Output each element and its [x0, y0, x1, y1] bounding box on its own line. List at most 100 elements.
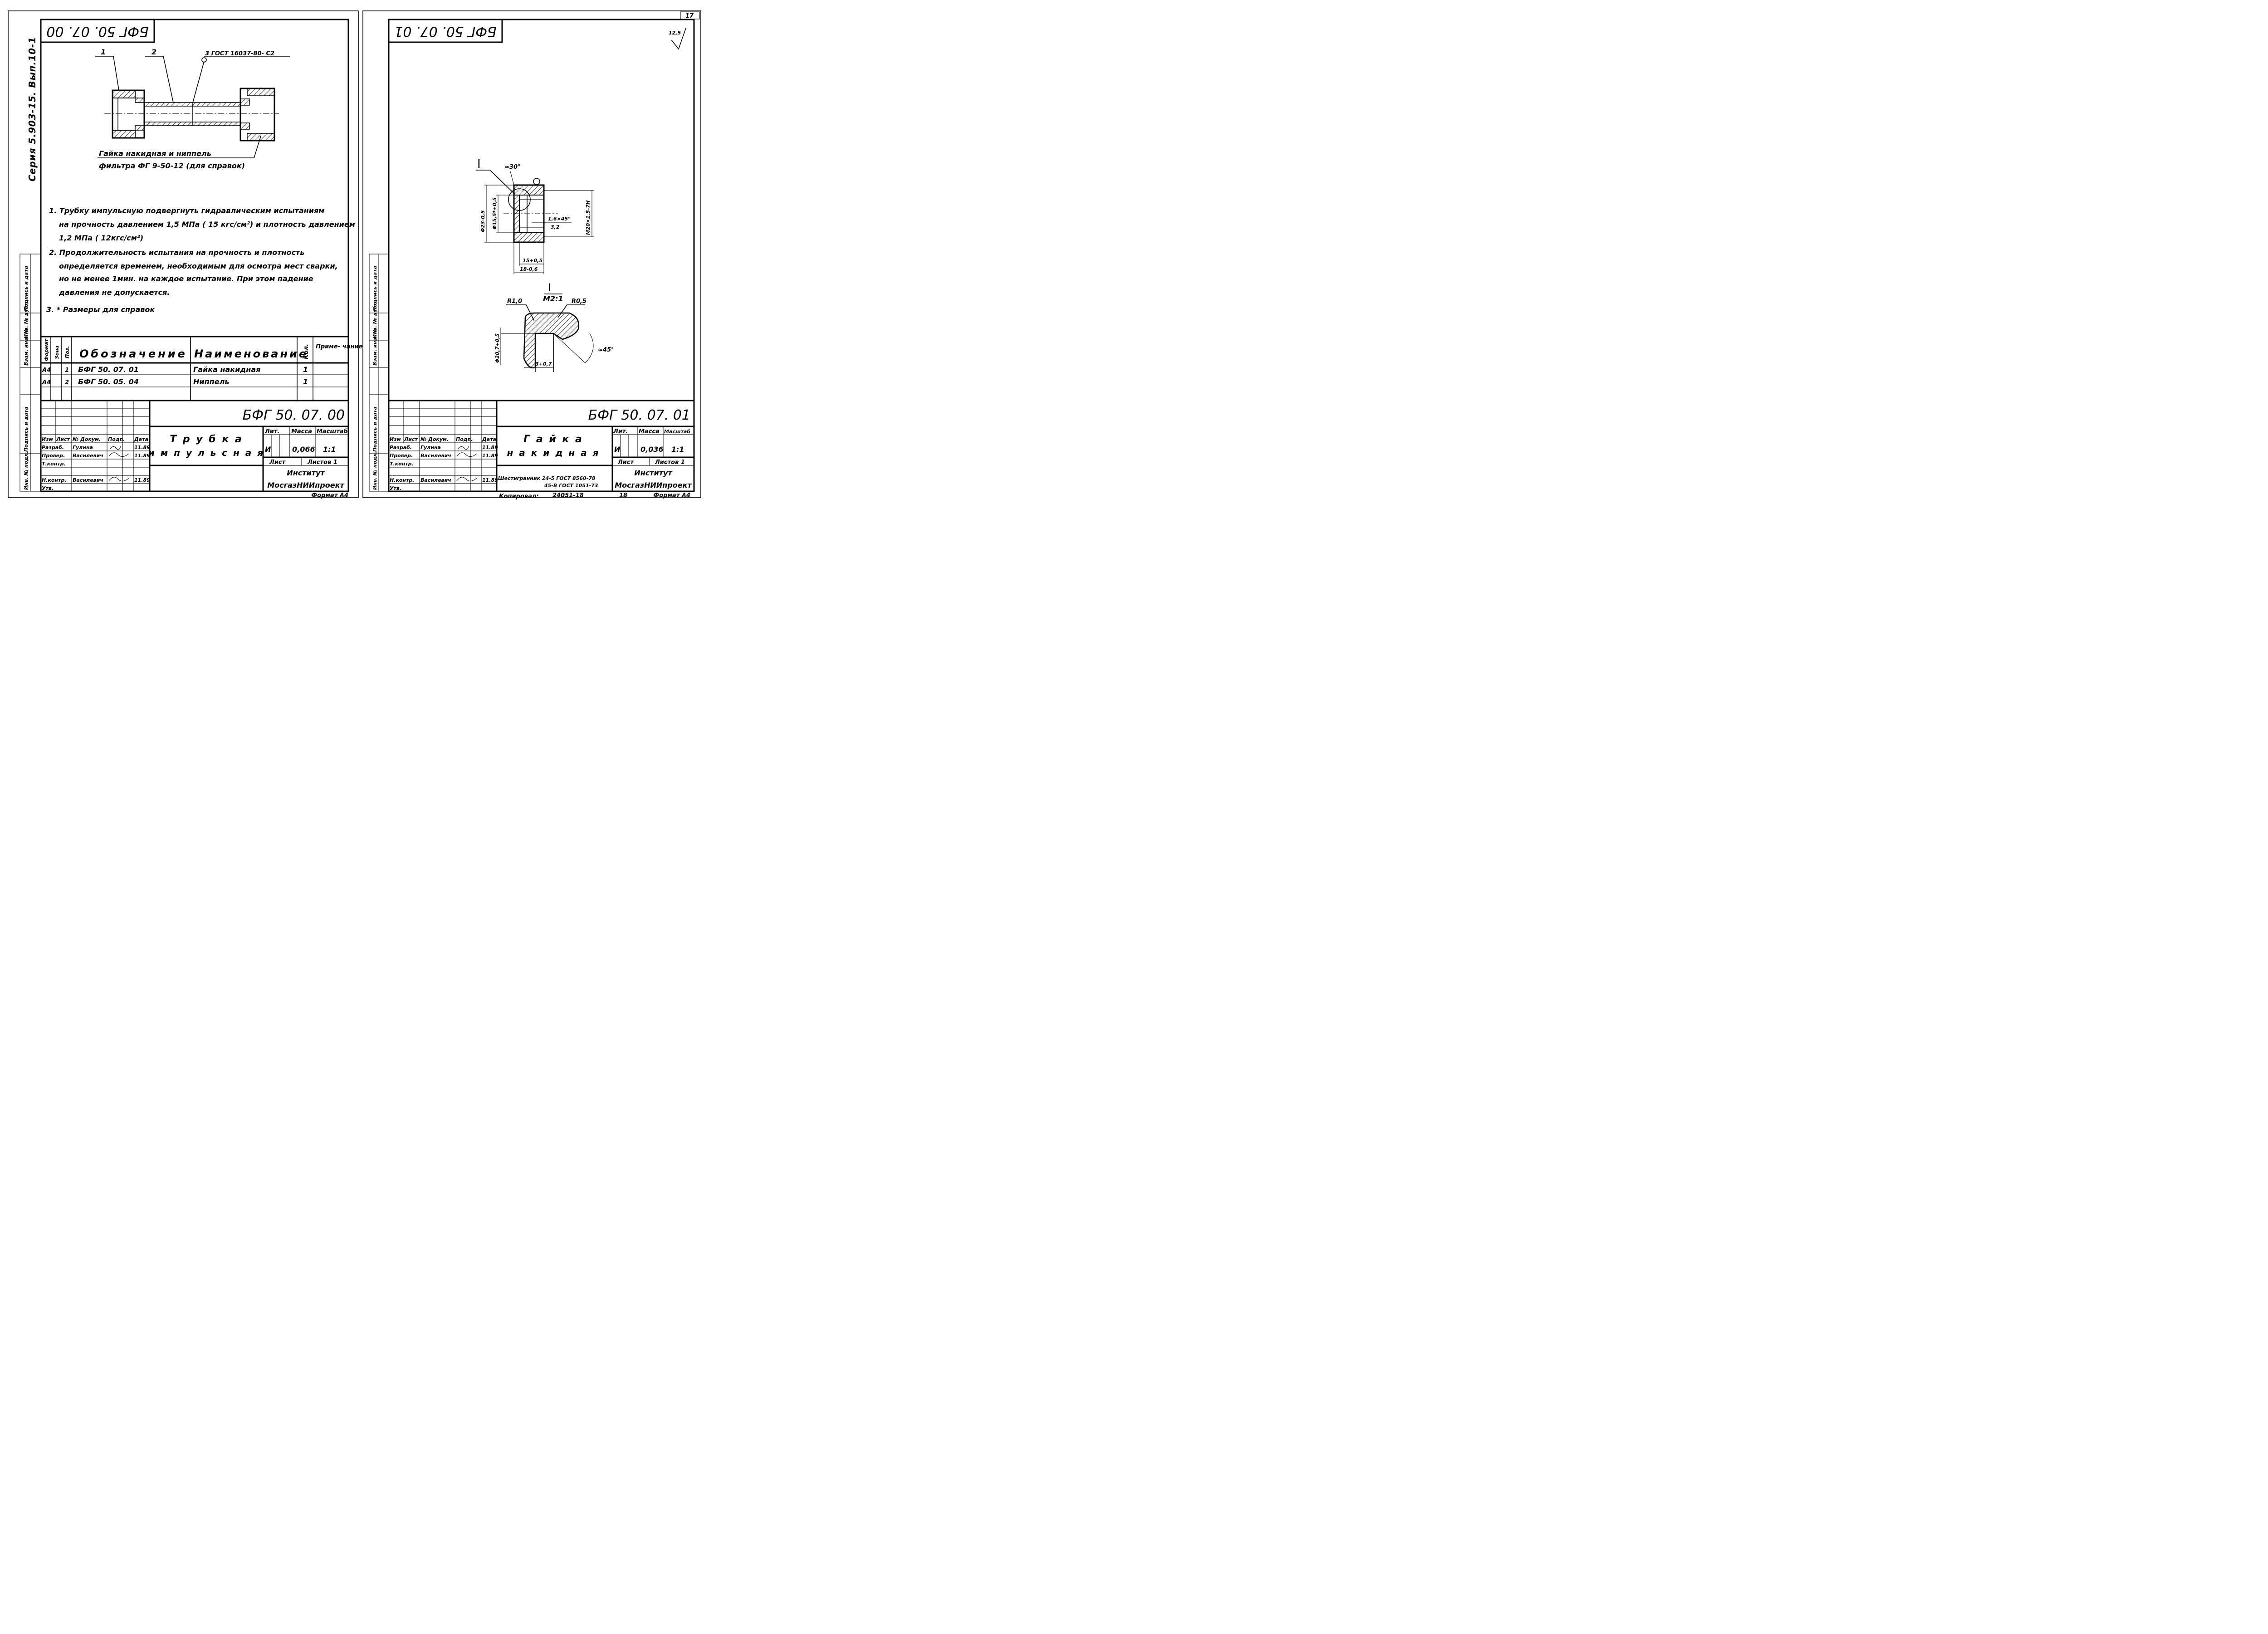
pipe-assembly-drawing [95, 56, 290, 158]
callout-2: 2 [152, 48, 156, 56]
left-stamp-prover-name: Василевич [73, 453, 103, 459]
left-signature-3 [109, 446, 121, 450]
left-stamp-nkontr: Н.контр. [42, 477, 66, 483]
right-side-label-2: Инв. № дубл. [372, 300, 378, 338]
right-title-line-1: Г а й к а [523, 434, 583, 445]
right-institute-2: МосгазНИИпроект [615, 481, 692, 489]
left-stamp-izm: Изм [42, 436, 53, 442]
left-side-strip: Подпись и дата Инв. № дубл. Взам. инв. №… [20, 254, 41, 492]
right-stamp-prover: Провер. [390, 453, 413, 459]
right-stamp-razrab: Разраб. [390, 445, 412, 450]
left-mass: 0,066 [292, 445, 315, 454]
right-stamp-list: Лист [404, 436, 418, 442]
spec-row-2-pos: 2 [65, 379, 69, 386]
top-sheet-number: 17 [685, 13, 694, 20]
detail-scale: М2:1 [543, 294, 563, 303]
right-side-strip: Подпись и дата Инв. № дубл. Взам. инв. №… [369, 254, 389, 492]
roughness-icon [671, 28, 686, 50]
right-stamp-nkontr: Н.контр. [390, 477, 414, 483]
right-stamp-ndoc: № Докум. [420, 436, 449, 442]
right-sheets-label: Листов 1 [655, 459, 685, 466]
right-stamp-razrab-name: Гулина [420, 445, 441, 450]
right-signature-3 [457, 446, 469, 450]
right-rotated-code: БФГ 50. 07. 01 [394, 24, 496, 39]
dim-d155: Φ15,5*±0,5 [492, 197, 498, 230]
right-side-label-1: Подпись и дата [372, 266, 378, 311]
spec-header-name: Наименование [194, 347, 308, 360]
left-sheet-label: Лист [269, 459, 286, 466]
left-lit-label: Лит. [264, 428, 279, 435]
spec-header-pos: Поз. [64, 346, 70, 358]
dim-d23: Φ23-0,5 [480, 210, 486, 232]
left-side-label-4: Подпись и дата [23, 406, 29, 452]
left-stamp-razrab-date: 11.89 [134, 445, 150, 450]
series-label: Серия 5.903-15. Вып.10-1 [27, 37, 38, 181]
left-title-block: Изм Лист № Докум. Подп. Дата Разраб. Гул… [41, 400, 348, 499]
dim-thread: М20×1,5-7Н [585, 201, 591, 235]
left-side-label-1: Подпись и дата [23, 266, 29, 311]
left-mass-label: Масса [291, 428, 312, 435]
note-line-8: 3. * Размеры для справок [46, 305, 155, 314]
dim-l18: 18-0,6 [520, 266, 538, 272]
callout-1: 1 [101, 48, 106, 56]
spec-row-1-qty: 1 [303, 365, 308, 374]
spec-header-qty: Кол. [303, 344, 310, 359]
dim-chamfer: 1,6×45° [548, 216, 571, 222]
spec-header-note: Приме- чание [316, 343, 362, 350]
right-stamp-prover-name: Василевич [420, 453, 451, 459]
spec-header-zone: Зона [54, 346, 60, 359]
detail-title-I: I [548, 281, 551, 294]
left-sheet: БФГ 50. 07. 00 Серия 5.903-15. Вып.10-1 … [20, 19, 362, 499]
left-sheets-label: Листов 1 [307, 459, 337, 466]
right-side-label-3: Взам. инв. № [372, 328, 378, 366]
left-institute-1: Институт [287, 469, 325, 477]
left-rotated-code-box [40, 19, 155, 43]
spec-row-2-designation: БФГ 50. 05. 04 [78, 377, 139, 386]
right-material-2: 45-В ГОСТ 1051-73 [544, 483, 598, 489]
right-side-label-5: Инв. № подл. [372, 451, 378, 490]
spec-row-1-designation: БФГ 50. 07. 01 [78, 365, 139, 374]
callout-3: 3 ГОСТ 16037-80- С2 [205, 50, 274, 57]
right-material-1: Шестигранник 24-5 ГОСТ 8560-78 [498, 475, 596, 481]
right-doc-code: БФГ 50. 07. 01 [588, 407, 690, 423]
right-stamp-tkontr: Т.контр. [390, 461, 414, 467]
right-stamp-podp: Подп. [456, 436, 473, 442]
left-stamp-list: Лист [56, 436, 70, 442]
note-line-6: но не менее 1мин. на каждое испытание. П… [59, 274, 313, 283]
dim-r10: R1,0 [507, 298, 522, 305]
left-stamp-tkontr: Т.контр. [42, 461, 66, 467]
left-rotated-code: БФГ 50. 07. 00 [46, 24, 148, 39]
right-lit: И [614, 445, 621, 454]
spec-header-designation: Обозначение [79, 347, 187, 360]
left-stamp-nkontr-name: Василевич [73, 477, 103, 483]
right-mass-label: Масса [639, 428, 660, 435]
note-line-3: 1,2 МПа ( 12кгс/см²) [59, 234, 143, 242]
left-stamp-prover: Провер. [42, 453, 65, 459]
right-scale: 1:1 [671, 445, 684, 454]
left-format-note: Формат А4 [311, 492, 348, 499]
left-page-border [8, 10, 359, 498]
left-signature-2 [108, 477, 129, 481]
left-scale-label: Масштаб [317, 428, 348, 435]
right-side-label-4: Подпись и дата [372, 406, 378, 452]
right-stamp-nkontr-name: Василевич [420, 477, 451, 483]
right-stamp-nkontr-date: 11.89 [482, 477, 498, 483]
right-rotated-code-box [388, 19, 503, 43]
right-scale-label: Масштаб [664, 429, 690, 435]
roughness-value: 12,5 [669, 30, 681, 36]
detail-I-drawing [500, 294, 594, 372]
spec-header-format: Формат [44, 338, 49, 361]
left-signature-1 [108, 452, 129, 457]
right-stamp-utv: Утв. [390, 485, 401, 491]
right-mass: 0,036 [640, 445, 664, 454]
dim-l3: 3+0,7 [535, 361, 552, 367]
left-stamp-razrab-name: Гулина [73, 445, 93, 450]
left-side-label-2: Инв. № дубл. [23, 300, 29, 338]
dim-d207: Φ20,7+0,5 [494, 333, 500, 363]
spec-row-1-name: Гайка накидная [193, 365, 260, 374]
note-line-5: определяется временем, необходимым для о… [59, 262, 338, 270]
left-stamp-ndoc: № Докум. [72, 436, 101, 442]
caption-line-1: Гайка накидная и ниппель [99, 149, 211, 158]
right-sheet-label: Лист [617, 459, 635, 466]
right-stamp-razrab-date: 11.89 [482, 445, 498, 450]
